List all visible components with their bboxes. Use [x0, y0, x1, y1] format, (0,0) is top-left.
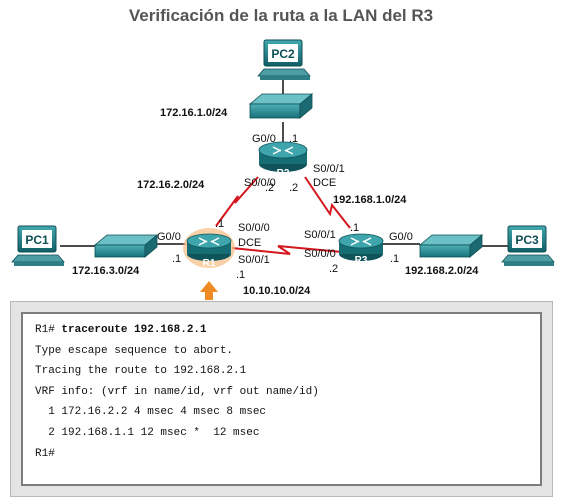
console-prompt-final: R1#: [35, 447, 55, 460]
diagram-title: Verificación de la ruta a la LAN del R3: [128, 6, 434, 25]
r1-g00-host: .1: [172, 253, 181, 265]
switch-r1-lan-icon: [93, 234, 159, 258]
console-command: traceroute 192.168.2.1: [61, 324, 207, 336]
r3-s001-label: S0/0/1: [304, 229, 336, 241]
console-hop-1: 1 172.16.2.2 4 msec 4 msec 8 msec: [35, 406, 267, 419]
network-label-r2-r3: 192.168.1.0/24: [333, 194, 407, 206]
router-r2-label: R2: [277, 168, 290, 179]
router-r3-label: R3: [355, 255, 368, 266]
console-panel: R1# traceroute 192.168.2.1 Type escape s…: [10, 301, 553, 497]
pc3-icon: [501, 225, 555, 266]
r2-g00-host: .1: [289, 133, 298, 145]
serial-link-r1-r2: [215, 176, 259, 227]
pc1-label: PC1: [25, 233, 49, 247]
switch-r2-lan-icon: [248, 93, 314, 119]
router-r3-icon: [338, 233, 384, 261]
highlight-arrow-icon: [200, 281, 218, 300]
r3-g00-label: G0/0: [389, 231, 413, 243]
pc2-label: PC2: [271, 47, 295, 61]
router-r1-label: R1: [203, 258, 216, 269]
router-r1-icon: [183, 228, 235, 268]
console-prompt: R1#: [35, 324, 62, 336]
network-label-lan-r3: 192.168.2.0/24: [405, 265, 479, 277]
serial-link-r1-r3: [231, 245, 343, 255]
network-label-lan-r2: 172.16.1.0/24: [160, 107, 228, 119]
pc3-label: PC3: [515, 233, 539, 247]
pc2-icon: [257, 39, 311, 80]
r1-s000-host: .1: [215, 218, 224, 230]
network-label-r1-r3: 10.10.10.0/24: [243, 285, 311, 297]
topology-diagram: PC2 172.16.1.0/24 R2 G0/0 .1 S0/0/1 DCE …: [11, 39, 555, 300]
console-line-command: R1# traceroute 192.168.2.1: [35, 320, 530, 341]
r2-s000-label: S0/0/0: [244, 177, 276, 189]
console-line: Tracing the route to 192.168.2.1: [35, 365, 247, 378]
r2-s000-host: .2: [265, 182, 274, 194]
r3-s000-host: .2: [329, 263, 338, 275]
r3-g00-host: .1: [390, 253, 399, 265]
serial-link-r2-r3: [304, 176, 351, 229]
console-line: Type escape sequence to abort.: [35, 344, 234, 357]
r3-s001-host: .1: [350, 222, 359, 234]
console-hop-2: 2 192.168.1.1 12 msec * 12 msec: [35, 426, 260, 439]
r1-s001-host: .1: [236, 269, 245, 281]
r3-s000-label: S0/0/0: [304, 248, 336, 260]
r2-g00-label: G0/0: [252, 133, 276, 145]
r1-s000-label: S0/0/0: [238, 222, 270, 234]
router-r2-icon: [258, 141, 308, 172]
console-line: VRF info: (vrf in name/id, vrf out name/…: [35, 385, 319, 398]
pc1-icon: [11, 225, 65, 266]
r2-dce-label: DCE: [313, 177, 336, 189]
r1-g00-label: G0/0: [157, 231, 181, 243]
r1-dce-label: DCE: [238, 237, 261, 249]
r1-s001-label: S0/0/1: [238, 254, 270, 266]
switch-r3-lan-icon: [418, 234, 484, 258]
network-label-lan-r1: 172.16.3.0/24: [72, 265, 140, 277]
r2-s001-host: .2: [289, 182, 298, 194]
network-label-r1-r2: 172.16.2.0/24: [137, 179, 205, 191]
console-output: R1# traceroute 192.168.2.1 Type escape s…: [21, 312, 542, 486]
r2-s001-label: S0/0/1: [313, 163, 345, 175]
